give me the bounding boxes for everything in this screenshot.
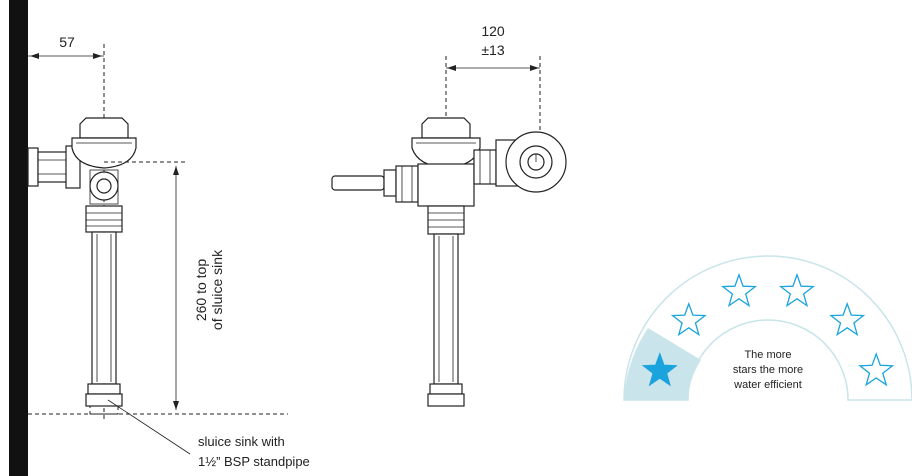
stop-coupling — [473, 149, 497, 185]
callout-line-2: 1½” BSP standpipe — [198, 454, 310, 469]
lever-handle — [331, 175, 385, 191]
dimension-260-label: 260 to top — [193, 259, 209, 321]
rating-text-line-1: The more — [744, 349, 791, 361]
front-view: 120 ±13 — [331, 23, 567, 407]
dimension-57-label: 57 — [59, 34, 75, 50]
inlet-pipe — [37, 151, 69, 183]
star-icon — [778, 272, 816, 308]
star-icon — [858, 352, 895, 387]
dimension-tolerance-label: ±13 — [481, 42, 504, 58]
star-icon — [829, 301, 866, 337]
side-view: 57 260 to top of sl — [9, 0, 310, 476]
pipe-nut — [429, 383, 463, 395]
callout-line-1: sluice sink with — [198, 434, 285, 449]
callout-leader — [107, 399, 191, 455]
rating-arc — [623, 255, 912, 401]
coupling-nut — [85, 205, 123, 233]
star-rating — [641, 272, 895, 387]
rating-text-line-3: water efficient — [733, 379, 802, 391]
star-icon — [670, 301, 707, 337]
standpipe-outline — [89, 405, 119, 415]
valve-cap — [421, 117, 471, 139]
water-rating-badge: The more stars the more water efficient — [623, 255, 912, 401]
flush-pipe — [433, 233, 459, 385]
rating-text-line-2: stars the more — [733, 364, 803, 376]
dimension-260-sublabel: of sluice sink — [209, 249, 225, 330]
handle-coupling — [395, 165, 419, 203]
valve-cap — [79, 117, 129, 139]
valve-chamber — [417, 163, 475, 207]
valve-body — [71, 137, 137, 169]
dimension-120-label: 120 — [481, 23, 505, 39]
wall — [9, 0, 28, 476]
star-icon — [720, 272, 758, 308]
star-icon — [641, 352, 678, 387]
wall-flange — [27, 147, 39, 187]
flush-pipe — [91, 231, 117, 385]
pipe-nut — [87, 383, 121, 395]
